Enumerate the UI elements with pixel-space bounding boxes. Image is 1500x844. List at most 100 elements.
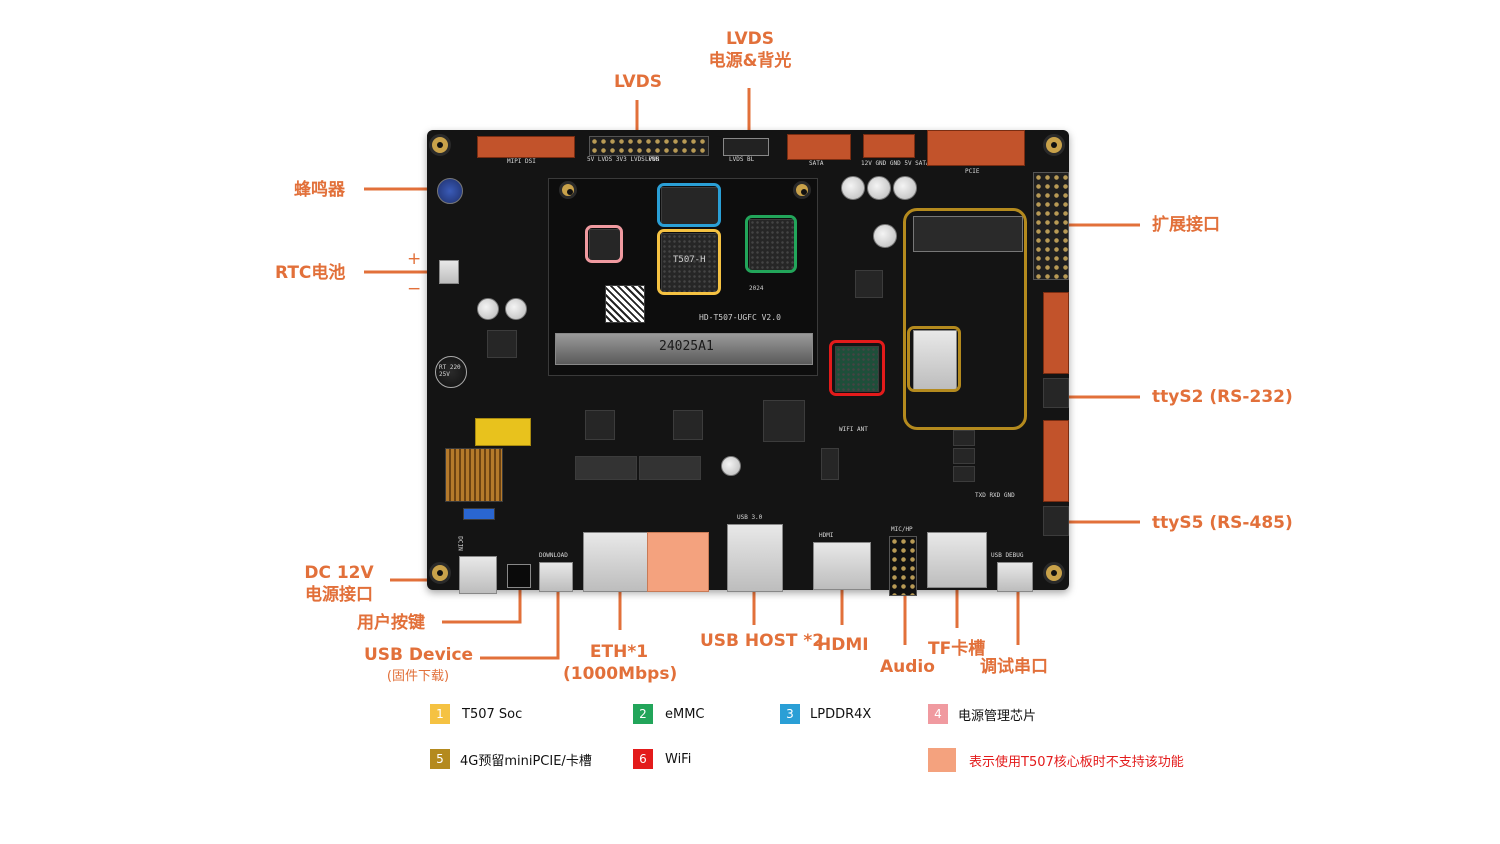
sata-connector [787,134,851,160]
eth-port-unsupported [647,532,709,592]
legend-text: eMMC [665,706,705,722]
fuse [475,418,531,446]
legend-badge: 4 [928,704,948,724]
capacitor [867,176,891,200]
module-name: HD-T507-UGFC V2.0 [699,313,781,322]
usb-debug-port [997,562,1033,592]
rtc-battery-connector [439,260,459,284]
silk-pcie: PCIE [965,168,980,175]
mount-hole [1043,134,1065,156]
legend-badge: 5 [430,749,450,769]
mipi-dsi-connector [477,136,575,158]
user-button [507,564,531,588]
minipcie-slot [913,216,1023,252]
legend-text: WiFi [665,751,692,767]
label-usb-host: USB HOST *2 [700,631,825,651]
label-lvds: LVDS [614,72,663,92]
eth-port [583,532,649,592]
usb-host-port [727,524,783,592]
legend-badge: 3 [780,704,800,724]
so-dimm-socket [555,333,813,365]
legend-text: T507 Soc [462,706,523,722]
silk-usb3: USB 3.0 [737,514,763,521]
label-audio: Audio [880,657,935,677]
label-dc-line1: DC 12V [304,563,374,583]
capacitor [893,176,917,200]
silk-wifi-ant: WIFI ANT [839,426,868,433]
mount-hole [429,562,451,584]
label-expansion: 扩展接口 [1152,215,1220,235]
pcie-slot [927,130,1025,166]
wifi-module [835,346,879,392]
unsupported-swatch [928,748,956,772]
capacitor [873,224,897,248]
audio-codec [821,448,839,480]
highlight-emmc [745,215,797,273]
highlight-lpddr4x [657,183,721,227]
som-hole [559,181,577,199]
label-eth-line1: ETH*1 [589,642,649,662]
silk-download: DOWNLOAD [539,552,568,559]
usb-device-port [539,562,573,592]
ttys2-terminal [1043,378,1069,408]
ttys5-terminal [1043,506,1069,536]
terminal-block [1043,292,1069,374]
silk-usb-debug: USB DEBUG [991,552,1024,559]
common-mode-choke [445,448,503,502]
audio-jack [889,536,917,596]
lvds-bl-connector [723,138,769,156]
legend-badge: 1 [430,704,450,724]
module-code: 24025A1 [659,339,714,354]
label-lvds-power: LVDS 电源&背光 [703,28,797,72]
module-year: 2024 [749,285,764,292]
usb-hub-chip [763,400,805,442]
lvds-header [589,136,709,156]
tf-card-slot [927,532,987,588]
capacitor [721,456,741,476]
expansion-header [1033,172,1069,280]
highlight-sim-slot [907,326,961,392]
capacitor [477,298,499,320]
silk-dcin: DCIN [456,536,464,551]
capacitor [505,298,527,320]
legend-item: 3 LPDDR4X [780,704,871,724]
label-hdmi: HDMI [817,635,869,655]
legend-note: 表示使用T507核心板时不支持该功能 [928,748,1184,772]
mount-hole [1043,562,1065,584]
legend-badge: 2 [633,704,653,724]
silk-sata-pwr: 12V GND GND 5V SATA PWR [861,160,945,167]
legend-item: 1 T507 Soc [430,704,522,724]
legend-item: 2 eMMC [633,704,705,724]
core-module: T507-H 2024 HD-T507-UGFC V2.0 24025A1 [548,178,818,376]
silk-lvds-bl: LVDS BL [729,156,755,163]
sata-power-connector [863,134,915,158]
terminal-block [1043,420,1069,502]
carrier-board: MIPI DSI LVDS 5V LVDS 3V3 LVDS PWR LVDS … [427,130,1069,596]
phy-chip [585,410,615,440]
silk-tx-rx: TXD RXD GND [975,492,1015,499]
phy-chip [673,410,703,440]
legend-text: 4G预留miniPCIE/卡槽 [460,753,592,769]
label-dc-line2: 电源接口 [305,585,373,605]
soc-marking: T507-H [673,255,706,265]
label-rtc-battery: RTC电池 [275,263,346,283]
label-usb-device-main: USB Device [364,645,474,665]
power-chip [855,270,883,298]
sim-slot [913,330,957,390]
bulk-capacitor [435,356,467,388]
label-rtc-minus: − [407,279,422,299]
label-buzzer: 蜂鸣器 [294,180,345,200]
legend-item: 4 电源管理芯片 [928,704,1036,724]
silk-lvds-pwr: 5V LVDS 3V3 LVDS PWR [587,156,660,163]
inductor [487,330,517,358]
dc-jack [459,556,497,594]
emmc-chip [749,219,795,271]
highlight-t507-soc [657,229,721,295]
label-usb-device-sub: (固件下载) [386,669,450,684]
buzzer [437,178,463,204]
transformer [575,456,637,480]
label-eth: ETH*1 (1000Mbps) [563,641,677,685]
label-rtc-plus: + [407,249,422,269]
qr-label [605,285,645,323]
label-ttys5: ttyS5 (RS-485) [1152,513,1293,533]
